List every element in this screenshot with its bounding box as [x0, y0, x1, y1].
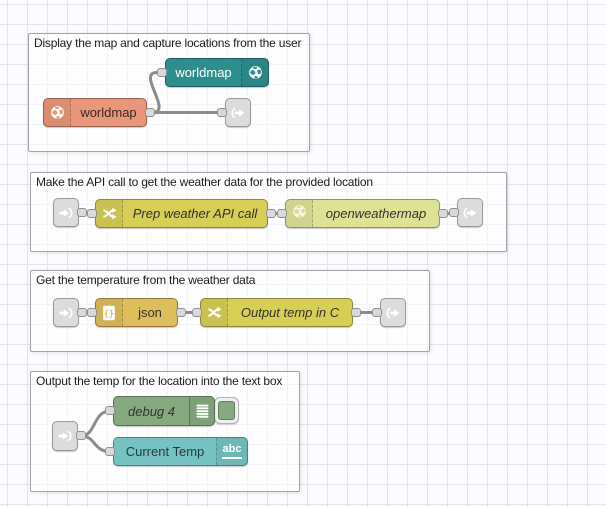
output-port[interactable] [77, 207, 87, 217]
output-port[interactable] [176, 307, 186, 317]
link-in-icon [53, 422, 77, 450]
node-label: Output temp in C [240, 305, 340, 320]
link-out-icon [381, 299, 405, 326]
debug-toggle-state [218, 401, 235, 420]
output-port[interactable] [266, 208, 276, 218]
node-label: Current Temp [125, 444, 205, 459]
node-json[interactable]: {} json [87, 298, 186, 327]
input-port[interactable] [87, 208, 97, 218]
output-port[interactable] [145, 107, 155, 117]
link-in-icon [54, 299, 78, 326]
link-out-icon [226, 99, 250, 126]
node-worldmap-in[interactable]: worldmap [43, 98, 155, 127]
node-function-prep-weather[interactable]: Prep weather API call [87, 199, 276, 228]
node-label: Prep weather API call [132, 206, 258, 221]
node-link-out-1[interactable] [217, 98, 251, 127]
node-label: json [138, 305, 162, 320]
globe-icon [286, 200, 313, 227]
link-out-icon [458, 199, 482, 226]
node-link-in-4[interactable] [52, 421, 86, 451]
output-port[interactable] [438, 208, 448, 218]
json-file-icon: {} [96, 299, 123, 326]
node-label: worldmap [80, 105, 137, 120]
debug-console-icon [189, 397, 214, 425]
group-title: Get the temperature from the weather dat… [36, 273, 256, 287]
flow-group-4[interactable]: Output the temp for the location into th… [30, 371, 300, 492]
output-port[interactable] [77, 307, 87, 317]
node-link-out-2[interactable] [449, 198, 483, 227]
input-port[interactable] [105, 446, 115, 456]
output-port[interactable] [351, 307, 361, 317]
input-port[interactable] [192, 307, 202, 317]
globe-icon [44, 99, 71, 126]
group-title: Output the temp for the location into th… [36, 374, 283, 388]
debug-toggle-button[interactable] [214, 397, 239, 424]
node-label: openweathermap [325, 206, 427, 221]
node-worldmap-out[interactable]: worldmap [157, 58, 269, 87]
node-link-in-3[interactable] [53, 298, 87, 327]
node-current-temp[interactable]: Current Temp abc [105, 437, 248, 466]
input-port[interactable] [217, 107, 227, 117]
group-title: Make the API call to get the weather dat… [36, 175, 373, 189]
output-port[interactable] [76, 431, 86, 440]
node-function-output-temp[interactable]: Output temp in C [192, 298, 361, 327]
wire-worldmap-to-worldmap[interactable] [149, 71, 161, 114]
input-port[interactable] [372, 307, 382, 317]
node-openweathermap[interactable]: openweathermap [277, 199, 448, 228]
function-icon [96, 200, 123, 227]
node-label: worldmap [175, 65, 232, 80]
svg-text:{}: {} [104, 309, 114, 319]
node-link-in-2[interactable] [53, 198, 87, 227]
input-port[interactable] [105, 406, 115, 415]
text-abc-icon: abc [216, 438, 247, 465]
link-in-icon [54, 199, 78, 226]
node-link-out-3[interactable] [372, 298, 406, 327]
input-port[interactable] [449, 207, 459, 217]
input-port[interactable] [87, 307, 97, 317]
group-title: Display the map and capture locations fr… [34, 36, 302, 50]
globe-icon [241, 59, 268, 86]
node-debug-4[interactable]: debug 4 [105, 396, 215, 426]
node-label: debug 4 [128, 403, 175, 419]
flow-group-1[interactable]: Display the map and capture locations fr… [28, 33, 310, 152]
function-icon [201, 299, 228, 326]
input-port[interactable] [277, 208, 287, 218]
input-port[interactable] [157, 67, 167, 77]
